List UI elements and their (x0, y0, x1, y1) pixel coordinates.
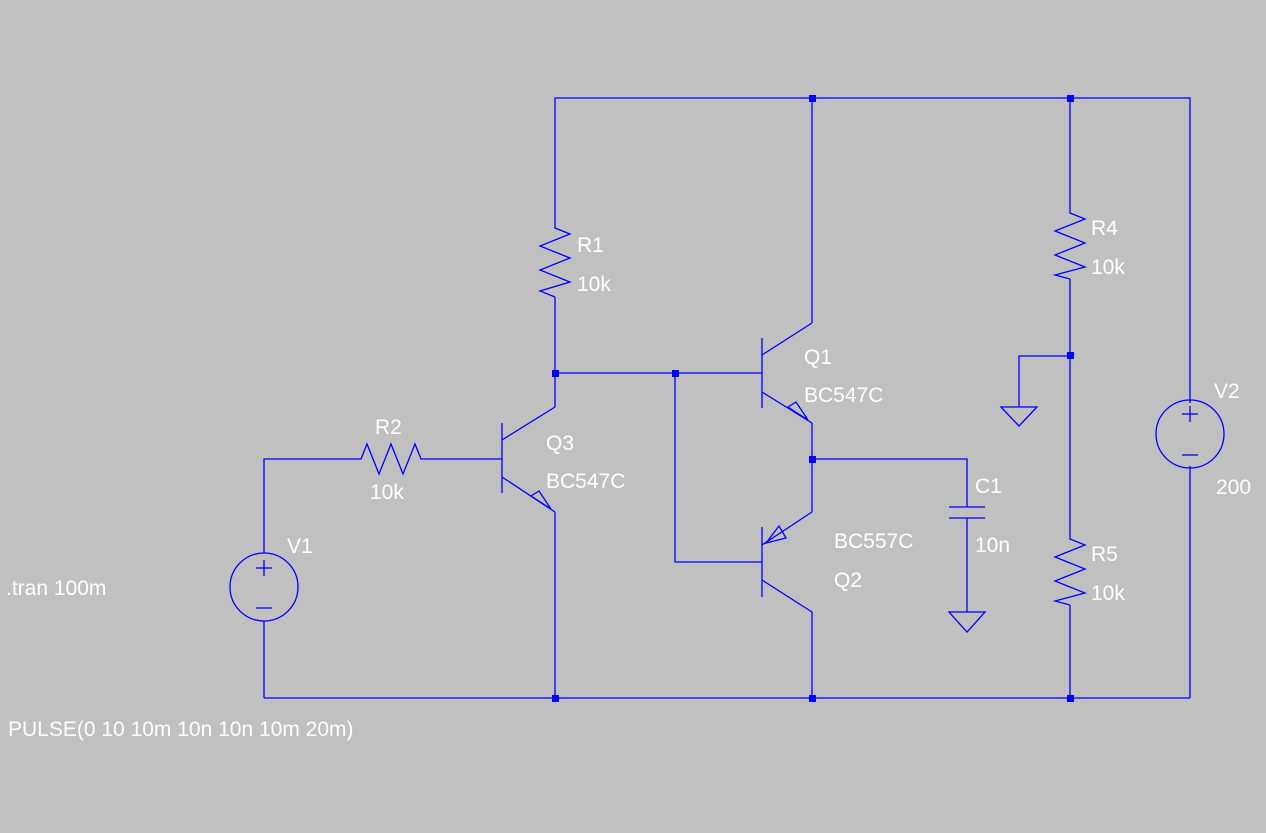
r1-name-label: R1 (577, 234, 604, 257)
voltage-source-v2[interactable] (1155, 399, 1225, 469)
wire-top-rail[interactable] (554, 97, 1191, 403)
c1-value-label: 10n (975, 534, 1010, 557)
junction-dot (552, 370, 559, 377)
junctions (552, 95, 1074, 702)
voltage-source-v1[interactable] (229, 552, 299, 622)
q1-model-label: BC547C (804, 384, 883, 407)
junction-dot (672, 370, 679, 377)
r1-value-label: 10k (577, 273, 611, 296)
wire-output-c1[interactable] (812, 458, 968, 507)
q1-name-label: Q1 (804, 346, 832, 369)
v1-name-label: V1 (287, 535, 313, 558)
junction-dot (1067, 352, 1074, 359)
c1-name-label: C1 (975, 475, 1002, 498)
wire-v1-r2[interactable] (263, 458, 357, 553)
r4-value-label: 10k (1091, 256, 1125, 279)
v1-pulse-value-label[interactable]: PULSE(0 10 10m 10n 10n 10m 20m) (8, 718, 354, 741)
capacitor-c1[interactable] (949, 506, 985, 519)
junction-dot (1067, 695, 1074, 702)
q3-model-label: BC547C (546, 470, 625, 493)
wire-divider-ground[interactable] (1018, 355, 1070, 407)
r5-name-label: R5 (1091, 543, 1118, 566)
junction-dot (809, 95, 816, 102)
transistor-q2[interactable] (761, 511, 813, 613)
r5-value-label: 10k (1091, 582, 1125, 605)
junction-dot (1067, 95, 1074, 102)
ground-symbol (947, 611, 987, 633)
resistor-r5[interactable] (1052, 535, 1088, 606)
wire-q2-base[interactable] (674, 373, 762, 563)
resistor-r2[interactable] (357, 442, 426, 476)
v2-value-label: 200 (1216, 476, 1251, 499)
q2-name-label: Q2 (834, 569, 862, 592)
transistor-q3[interactable] (501, 406, 556, 513)
junction-dot (552, 695, 559, 702)
junction-dot (809, 456, 816, 463)
v2-name-label: V2 (1214, 380, 1240, 403)
r2-name-label: R2 (375, 416, 402, 439)
wires (263, 97, 1191, 699)
tran-directive[interactable]: .tran 100m (6, 577, 106, 600)
transistor-q1[interactable] (761, 322, 813, 424)
junction-dot (809, 695, 816, 702)
r4-name-label: R4 (1091, 217, 1118, 240)
ground-symbol (999, 406, 1039, 427)
resistor-r4[interactable] (1052, 209, 1088, 280)
q2-model-label: BC557C (834, 530, 913, 553)
r2-value-label: 10k (370, 481, 404, 504)
labels: R1 10k R4 10k R5 10k R2 10k Q1 BC547C BC… (6, 217, 1251, 741)
resistor-r1[interactable] (538, 223, 572, 298)
q3-name-label: Q3 (546, 432, 574, 455)
